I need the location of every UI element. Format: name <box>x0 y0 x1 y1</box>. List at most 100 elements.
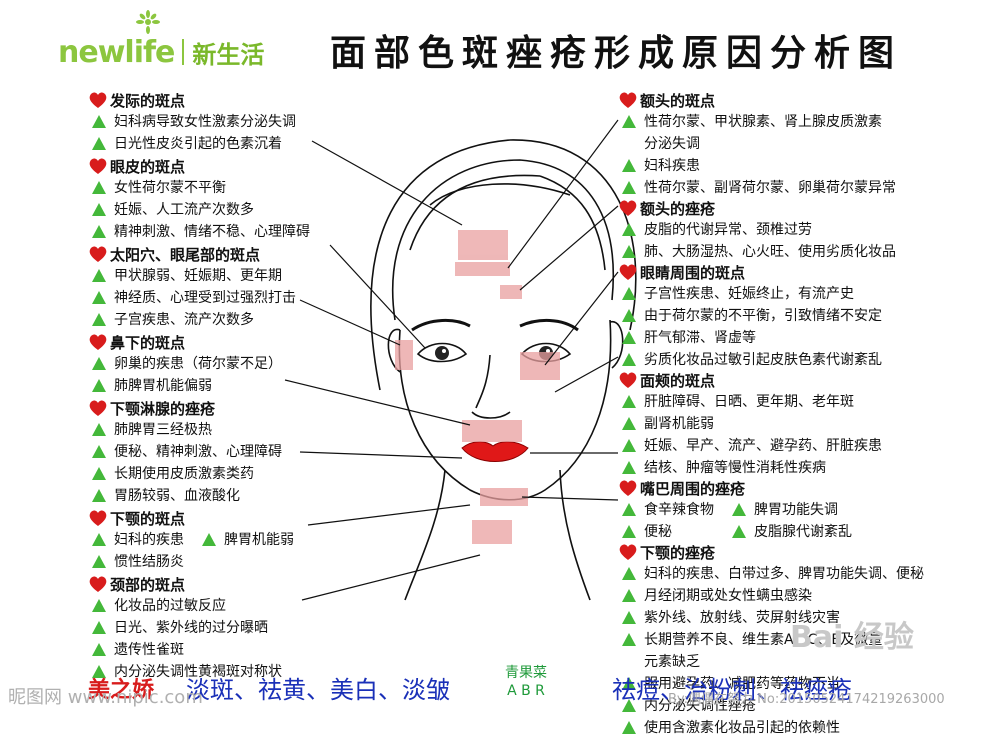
triangle-bullet-icon <box>92 136 106 150</box>
list-item: 食辛辣食物脾胃功能失调 <box>618 498 988 520</box>
triangle-bullet-icon <box>622 588 636 602</box>
section-heading: 眼睛周围的斑点 <box>640 263 746 282</box>
triangle-bullet-icon <box>202 532 216 546</box>
list-item: 便秘、精神刺激、心理障碍 <box>88 440 328 462</box>
list-item: 惯性结肠炎 <box>88 550 328 572</box>
triangle-bullet-icon <box>622 158 636 172</box>
section-heading: 鼻下的斑点 <box>110 333 186 352</box>
watermark-right: By:偶偶在努力 No:20150524174219263000 <box>668 692 945 707</box>
section-heading: 额头的斑点 <box>640 91 716 110</box>
triangle-bullet-icon <box>92 180 106 194</box>
watermark-baidu: Bai 经验 <box>790 620 914 655</box>
footer-slogan-right: 祛痘、治粉刺、祛痤疮 <box>612 676 852 704</box>
triangle-bullet-icon <box>622 460 636 474</box>
section-jaw-spots: 下颚的斑点 <box>88 508 328 528</box>
triangle-bullet-icon <box>92 598 106 612</box>
section-heading: 发际的斑点 <box>110 91 186 110</box>
section-cheek-spots: 面颊的斑点 <box>618 370 988 390</box>
footer-product-code: A B R <box>507 683 545 699</box>
triangle-bullet-icon <box>622 394 636 408</box>
list-item: 长期使用皮质激素类药 <box>88 462 328 484</box>
heart-icon <box>89 576 107 592</box>
triangle-bullet-icon <box>92 642 106 656</box>
triangle-bullet-icon <box>92 532 106 546</box>
list-item: 胃肠较弱、血液酸化 <box>88 484 328 506</box>
list-item: 肺脾胃机能偏弱 <box>88 374 328 396</box>
footer-slogan-left: 淡斑、祛黄、美白、淡皱 <box>186 676 450 704</box>
section-eye-area-spots: 眼睛周围的斑点 <box>618 262 988 282</box>
triangle-bullet-icon <box>622 330 636 344</box>
list-item: 肝脏障碍、日晒、更年期、老年斑 <box>618 390 988 412</box>
triangle-bullet-icon <box>622 416 636 430</box>
triangle-bullet-icon <box>622 524 636 538</box>
list-item: 皮脂的代谢异常、颈椎过劳 <box>618 218 988 240</box>
heart-icon <box>89 246 107 262</box>
section-forehead-acne: 额头的痤疮 <box>618 198 988 218</box>
section-heading: 下颚的痤疮 <box>640 543 716 562</box>
section-neck-spots: 颈部的斑点 <box>88 574 328 594</box>
triangle-bullet-icon <box>92 114 106 128</box>
list-item: 日光、紫外线的过分曝晒 <box>88 616 328 638</box>
triangle-bullet-icon <box>732 502 746 516</box>
heart-icon <box>89 158 107 174</box>
heart-icon <box>619 200 637 216</box>
section-heading: 颈部的斑点 <box>110 575 186 594</box>
page-title: 面部色斑痤疮形成原因分析图 <box>330 32 903 74</box>
triangle-bullet-icon <box>622 698 636 712</box>
section-forehead-spots: 额头的斑点 <box>618 90 988 110</box>
triangle-bullet-icon <box>622 676 636 690</box>
list-item: 甲状腺弱、妊娠期、更年期 <box>88 264 328 286</box>
triangle-bullet-icon <box>622 566 636 580</box>
footer-product-label: 青果菜 A B R <box>505 664 547 700</box>
list-item: 妇科的疾患脾胃机能弱 <box>88 528 328 550</box>
list-item: 劣质化妆品过敏引起皮肤色素代谢紊乱 <box>618 348 988 370</box>
brand-name: newlife <box>58 34 175 70</box>
list-item: 神经质、心理受到过强烈打击 <box>88 286 328 308</box>
section-hairline-spots: 发际的斑点 <box>88 90 328 110</box>
list-item: 卵巢的疾患（荷尔蒙不足） <box>88 352 328 374</box>
list-item: 月经闭期或处女性螨虫感染 <box>618 584 988 606</box>
section-mouth-acne: 嘴巴周围的痤疮 <box>618 478 988 498</box>
right-column: 额头的斑点 性荷尔蒙、甲状腺素、肾上腺皮质激素 分泌失调 妇科疾患 性荷尔蒙、副… <box>618 90 988 738</box>
brand-divider <box>182 39 185 65</box>
flower-icon <box>136 10 160 34</box>
triangle-bullet-icon <box>622 610 636 624</box>
heart-icon <box>89 334 107 350</box>
heart-icon <box>619 480 637 496</box>
list-item: 结核、肿瘤等慢性消耗性疾病 <box>618 456 988 478</box>
section-temple-spots: 太阳穴、眼尾部的斑点 <box>88 244 328 264</box>
watermark-left: 昵图网 www.nipic.com <box>8 687 203 708</box>
brand-logo: newlife 新生活 <box>58 34 264 70</box>
triangle-bullet-icon <box>622 502 636 516</box>
heart-icon <box>619 264 637 280</box>
section-heading: 下颚的斑点 <box>110 509 186 528</box>
list-item: 副肾机能弱 <box>618 412 988 434</box>
section-under-nose-spots: 鼻下的斑点 <box>88 332 328 352</box>
list-item: 妇科的疾患、白带过多、脾胃功能失调、便秘 <box>618 562 988 584</box>
section-heading: 额头的痤疮 <box>640 199 716 218</box>
triangle-bullet-icon <box>92 422 106 436</box>
heart-icon <box>619 92 637 108</box>
section-heading: 下颚淋腺的痤疮 <box>110 399 216 418</box>
section-heading: 嘴巴周围的痤疮 <box>640 479 746 498</box>
triangle-bullet-icon <box>92 664 106 678</box>
list-item: 妇科疾患 <box>618 154 988 176</box>
section-jaw-lymph-acne: 下颚淋腺的痤疮 <box>88 398 328 418</box>
heart-icon <box>89 92 107 108</box>
footer-product-name: 青果菜 <box>505 665 547 681</box>
list-item: 分泌失调 <box>644 136 700 152</box>
list-item: 妇科病导致女性激素分泌失调 <box>88 110 328 132</box>
triangle-bullet-icon <box>92 312 106 326</box>
list-item: 女性荷尔蒙不平衡 <box>88 176 328 198</box>
section-heading: 面颊的斑点 <box>640 371 716 390</box>
section-heading: 太阳穴、眼尾部的斑点 <box>110 245 261 264</box>
list-item: 内分泌失调性黄褐斑对称状 <box>88 660 328 682</box>
triangle-bullet-icon <box>622 114 636 128</box>
triangle-bullet-icon <box>92 290 106 304</box>
triangle-bullet-icon <box>92 224 106 238</box>
list-item: 日光性皮炎引起的色素沉着 <box>88 132 328 154</box>
left-column: 发际的斑点 妇科病导致女性激素分泌失调 日光性皮炎引起的色素沉着 眼皮的斑点 女… <box>88 90 328 682</box>
section-jaw-acne: 下颚的痤疮 <box>618 542 988 562</box>
triangle-bullet-icon <box>732 524 746 538</box>
list-item: 性荷尔蒙、甲状腺素、肾上腺皮质激素 <box>618 110 988 132</box>
